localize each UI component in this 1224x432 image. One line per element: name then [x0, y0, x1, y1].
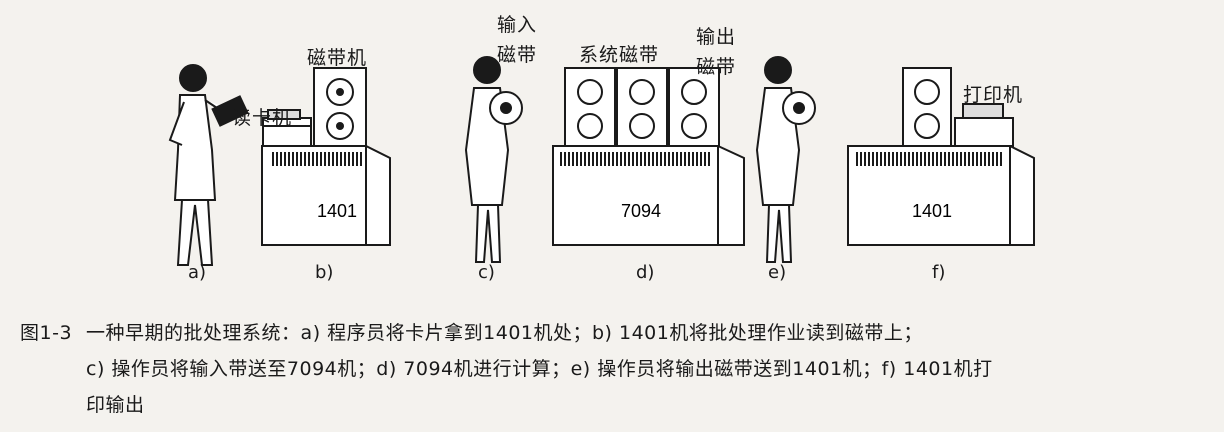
- input-tape-label-2: 磁带: [497, 44, 538, 66]
- operator-figure-e: [755, 56, 816, 263]
- sublabel-c: c): [478, 262, 495, 283]
- machine-label-1401-right: 1401: [912, 201, 952, 221]
- caption-text-1: 一种早期的批处理系统：a) 程序员将卡片拿到1401机处；b) 1401机将批处…: [86, 322, 923, 344]
- tape-drive-b: [313, 67, 367, 147]
- machine-label-7094: 7094: [621, 201, 661, 221]
- caption-line-3: 印输出: [86, 394, 145, 416]
- machine-label-1401-left: 1401: [317, 201, 357, 221]
- machine-1401-left: [261, 145, 391, 246]
- system-tape-label: 系统磁带: [579, 44, 660, 66]
- batch-system-figure: 1401 7094 1401 读卡机 磁带机 输入 磁带 系统磁带 输出 磁带 …: [168, 14, 1035, 283]
- printer: [954, 103, 1014, 147]
- sublabel-b: b): [315, 262, 334, 283]
- output-tape-label-1: 输出: [696, 26, 737, 48]
- figure-drawing: 1401 7094 1401: [168, 56, 1035, 266]
- tape-drive-f: [902, 67, 952, 147]
- sublabel-a: a): [188, 262, 207, 283]
- sublabel-e: e): [768, 262, 787, 283]
- figure-number: 图1-3: [20, 322, 73, 344]
- programmer-figure: [168, 64, 249, 266]
- machine-1401-right: [847, 145, 1035, 246]
- card-reader: [262, 109, 312, 147]
- caption-line-1: 图1-3 一种早期的批处理系统：a) 程序员将卡片拿到1401机处；b) 1401…: [20, 322, 923, 344]
- sublabel-d: d): [636, 262, 655, 283]
- sublabel-f: f): [932, 262, 946, 283]
- tape-drive-label: 磁带机: [307, 47, 368, 69]
- input-tape-label-1: 输入: [497, 14, 538, 36]
- card-reader-label: 读卡机: [232, 107, 293, 129]
- operator-figure-c: [464, 56, 523, 263]
- caption-line-2: c) 操作员将输入带送至7094机；d) 7094机进行计算；e) 操作员将输出…: [86, 358, 993, 380]
- printer-label: 打印机: [963, 84, 1024, 106]
- machine-7094: [552, 145, 745, 246]
- output-tape-label-2: 磁带: [696, 56, 737, 78]
- figure-caption: 图1-3 一种早期的批处理系统：a) 程序员将卡片拿到1401机处；b) 1401…: [20, 315, 1210, 423]
- tape-drives-d: [564, 67, 720, 147]
